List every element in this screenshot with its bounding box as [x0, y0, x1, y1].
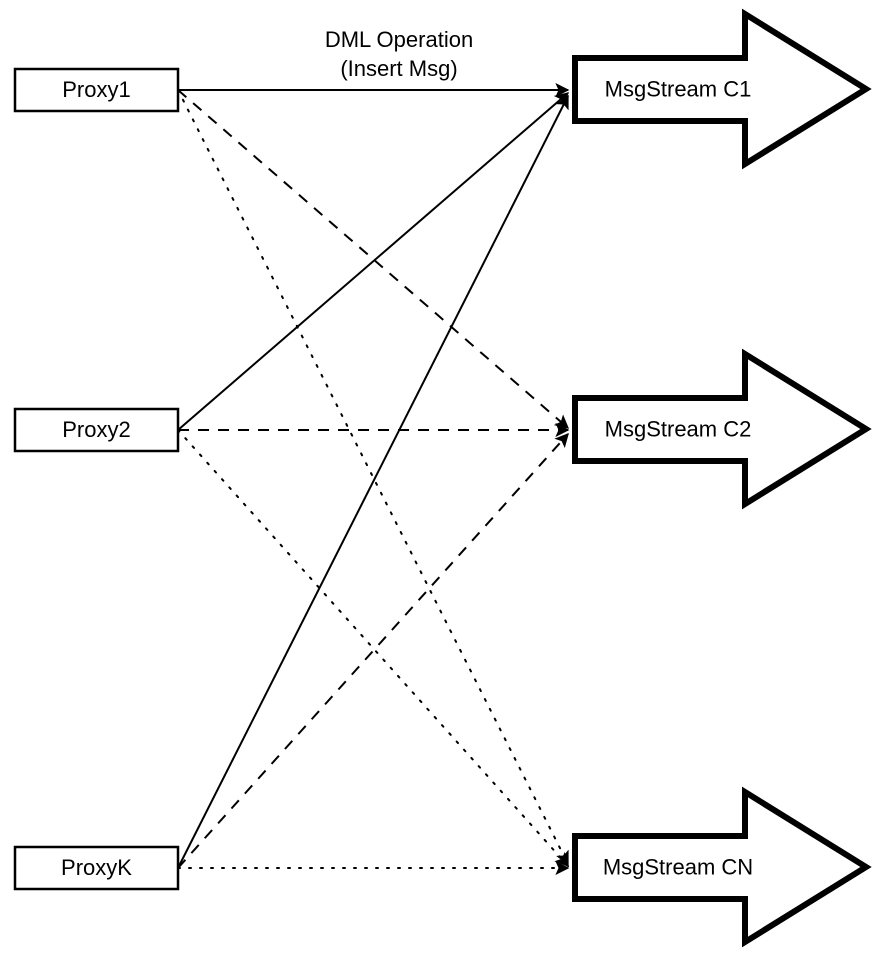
- stream-node-c2[interactable]: MsgStream C2: [572, 348, 872, 510]
- annotation-line-1: DML Operation: [325, 27, 473, 52]
- link-line-dashed: [177, 89, 570, 429]
- stream-block-arrow: [572, 8, 872, 170]
- link-proxy1-c2[interactable]: [177, 89, 570, 429]
- stream-block-arrow: [572, 348, 872, 510]
- stream-node-cn[interactable]: MsgStream CN: [572, 786, 872, 948]
- stream-label: MsgStream C1: [605, 76, 752, 101]
- proxy-label: ProxyK: [61, 855, 132, 880]
- stream-label: MsgStream C2: [605, 416, 752, 441]
- proxy-label: Proxy2: [62, 417, 130, 442]
- annotation-line-2: (Insert Msg): [340, 56, 457, 81]
- proxy-node-proxyk[interactable]: ProxyK: [13, 845, 180, 891]
- link-line-dashed: [177, 432, 569, 869]
- proxy-node-proxy1[interactable]: Proxy1: [13, 67, 180, 113]
- link-line-dotted: [177, 429, 569, 868]
- proxy-box: [13, 845, 180, 891]
- link-proxy2-cn[interactable]: [177, 429, 569, 868]
- proxy-box: [13, 407, 180, 453]
- stream-label: MsgStream CN: [603, 854, 753, 879]
- link-proxy2-c1[interactable]: [177, 92, 570, 431]
- stream-node-c1[interactable]: MsgStream C1: [572, 8, 872, 170]
- proxy-box: [13, 67, 180, 113]
- proxy-label: Proxy1: [62, 77, 130, 102]
- edge-annotation: DML Operation (Insert Msg): [325, 27, 473, 81]
- link-layer: [177, 83, 570, 875]
- link-proxyk-c2[interactable]: [177, 432, 569, 869]
- link-line-solid: [177, 92, 570, 431]
- stream-block-arrow: [572, 786, 872, 948]
- link-proxyk-c1[interactable]: [177, 94, 569, 869]
- link-proxy1-cn[interactable]: [177, 89, 569, 866]
- link-line-solid: [177, 94, 569, 869]
- stream-node-layer: MsgStream C1 MsgStream C2 MsgStream CN: [572, 8, 872, 948]
- proxy-node-proxy2[interactable]: Proxy2: [13, 407, 180, 453]
- link-line-dotted: [177, 89, 569, 866]
